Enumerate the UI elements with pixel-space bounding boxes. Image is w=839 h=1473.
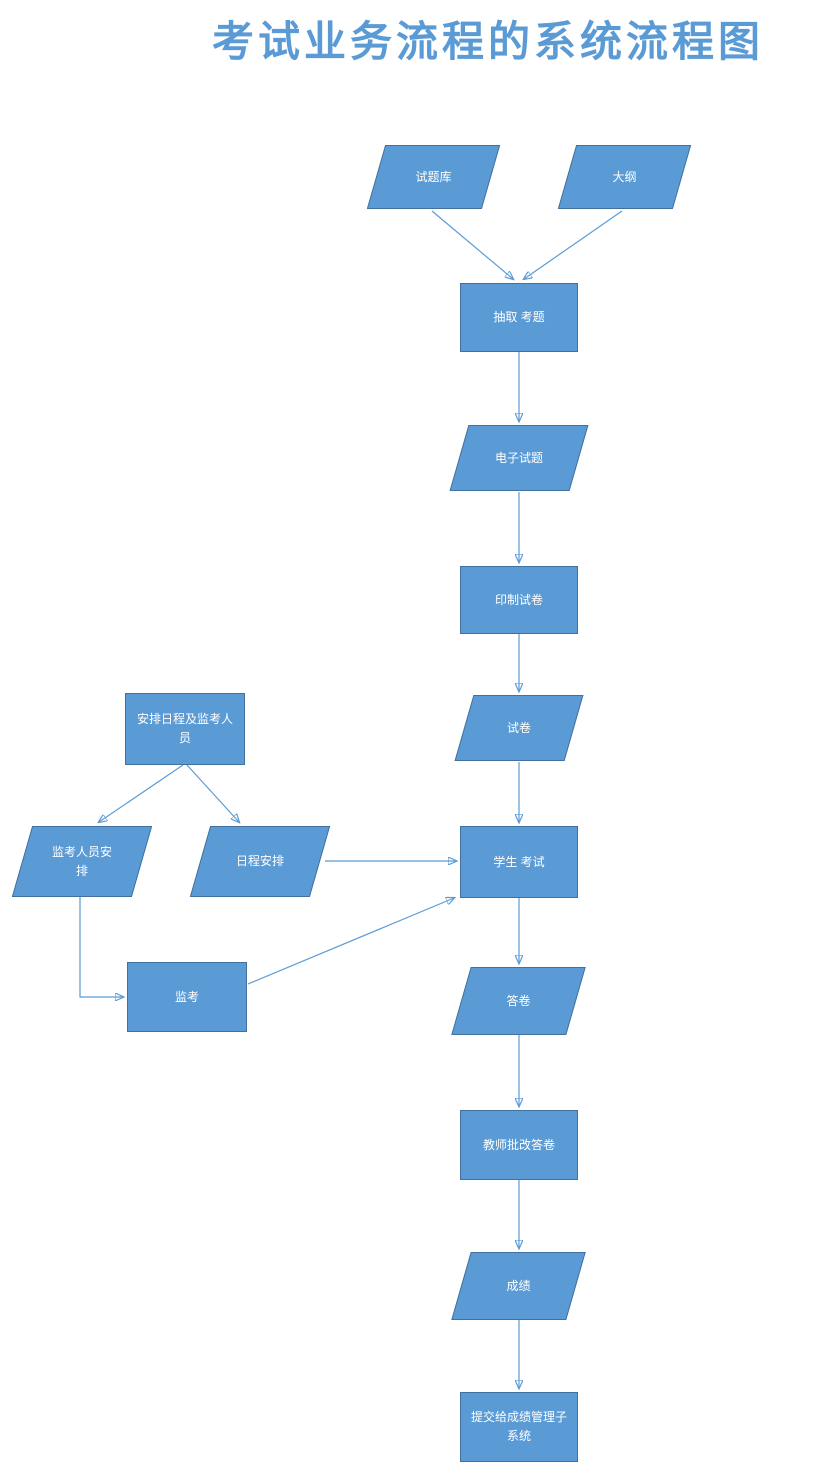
node-label: 日程安排: [235, 854, 284, 869]
diagram-title: 考试业务流程的系统流程图: [212, 18, 765, 65]
node-score: 成绩: [451, 1252, 586, 1320]
node-print-papers: 印制试卷: [460, 566, 578, 634]
node-electronic-questions: 电子试题: [449, 425, 589, 491]
rectangle-shape: [460, 283, 578, 352]
node-arrange-schedule: 安排日程及监考人员: [125, 693, 245, 765]
node-label: 提交给成绩管理子系统: [470, 1410, 567, 1443]
node-label: 学生 考试: [493, 854, 545, 869]
node-teacher-grading: 教师批改答卷: [460, 1110, 578, 1180]
node-label: 试卷: [506, 720, 531, 735]
node-label: 监考: [174, 989, 199, 1004]
node-proctoring: 监考: [127, 962, 247, 1032]
node-label: 印制试卷: [494, 592, 543, 607]
rectangle-shape: [460, 1392, 578, 1462]
node-extract-questions: 抽取 考题: [460, 283, 578, 352]
arrow-question-bank-to-extract: [431, 210, 513, 279]
node-label: 试题库: [415, 169, 452, 184]
node-schedule-plan: 日程安排: [189, 826, 331, 897]
node-exam-paper: 试卷: [454, 695, 584, 761]
node-question-bank: 试题库: [366, 145, 501, 209]
node-student-exam: 学生 考试: [460, 826, 578, 898]
node-label: 成绩: [506, 1278, 531, 1293]
node-label: 答卷: [506, 993, 531, 1008]
node-syllabus: 大纲: [557, 145, 692, 209]
node-label: 监考人员安排: [51, 844, 112, 878]
rectangle-shape: [125, 693, 245, 765]
rectangle-shape: [127, 962, 247, 1032]
arrow-syllabus-to-extract: [524, 210, 623, 279]
arrow-proctoring-to-student-exam: [247, 898, 454, 985]
node-label: 电子试题: [494, 450, 543, 465]
node-answer-sheet: 答卷: [451, 967, 586, 1035]
node-label: 大纲: [612, 169, 637, 184]
arrow-arrange-to-schedule-plan: [186, 764, 239, 822]
rectangle-shape: [460, 826, 578, 898]
node-proctor-arrangement: 监考人员安排: [11, 826, 153, 897]
rectangle-shape: [460, 1110, 578, 1180]
node-submit-to-subsystem: 提交给成绩管理子系统: [460, 1392, 578, 1462]
arrow-proctor-arrangement-to-proctoring: [79, 897, 123, 997]
node-label: 抽取 考题: [493, 310, 545, 325]
node-label: 教师批改答卷: [482, 1137, 555, 1152]
rectangle-shape: [460, 566, 578, 634]
arrow-arrange-to-proctor-arrangement: [99, 764, 184, 822]
node-label: 安排日程及监考人员: [136, 712, 233, 745]
